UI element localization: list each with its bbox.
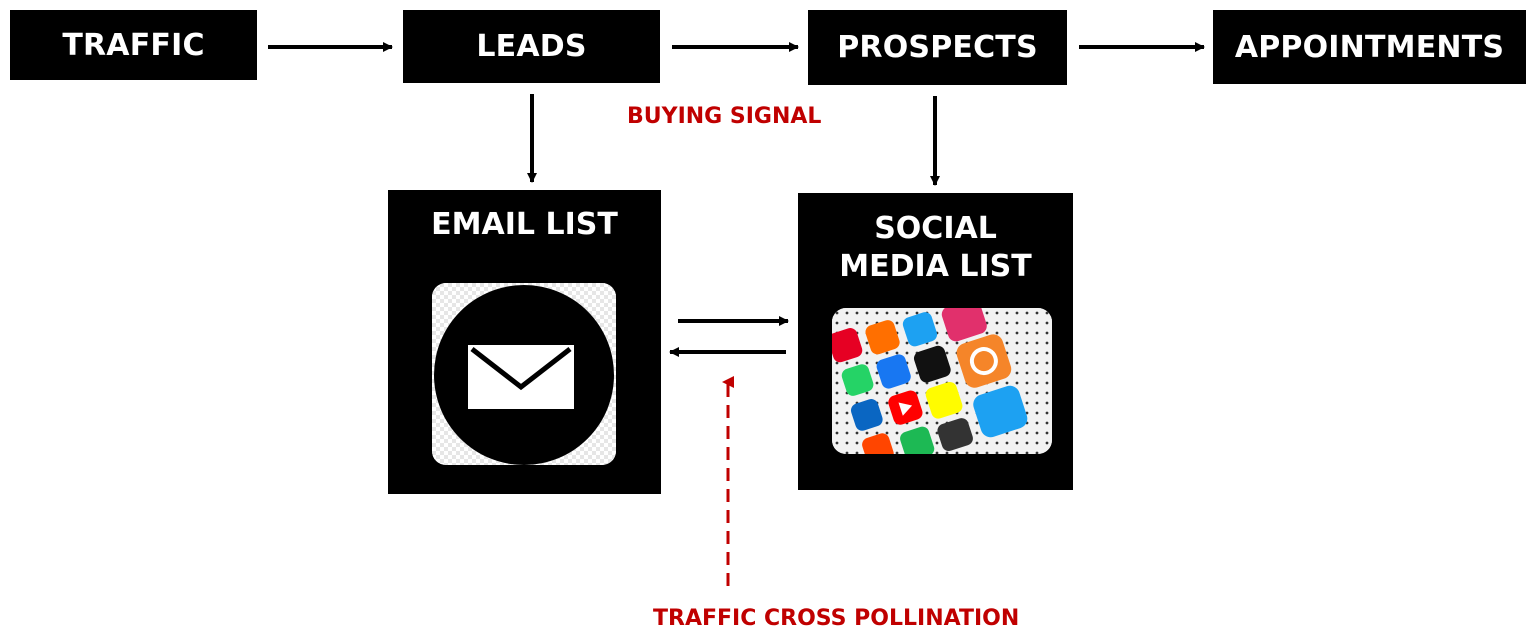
appointments-label: APPOINTMENTS — [1234, 29, 1505, 65]
envelope-icon — [432, 283, 616, 465]
traffic-label: TRAFFIC — [62, 27, 205, 63]
social-media-apps-icon — [832, 308, 1052, 454]
social-media-list-box: SOCIAL MEDIA LIST — [798, 193, 1073, 490]
leads-label: LEADS — [476, 29, 587, 64]
social-media-list-title: SOCIAL MEDIA LIST — [798, 210, 1073, 286]
traffic-cross-pollination-label: TRAFFIC CROSS POLLINATION — [653, 606, 1020, 631]
prospects-label: PROSPECTS — [837, 30, 1038, 65]
traffic-box: TRAFFIC — [10, 10, 257, 80]
buying-signal-label: BUYING SIGNAL — [627, 104, 822, 129]
prospects-box: PROSPECTS — [808, 10, 1067, 85]
leads-box: LEADS — [403, 10, 660, 83]
social-title-line2: MEDIA LIST — [839, 249, 1032, 284]
social-title-line1: SOCIAL — [874, 211, 997, 246]
appointments-box: APPOINTMENTS — [1213, 10, 1526, 84]
email-list-title: EMAIL LIST — [431, 207, 618, 242]
email-list-box: EMAIL LIST — [388, 190, 661, 494]
